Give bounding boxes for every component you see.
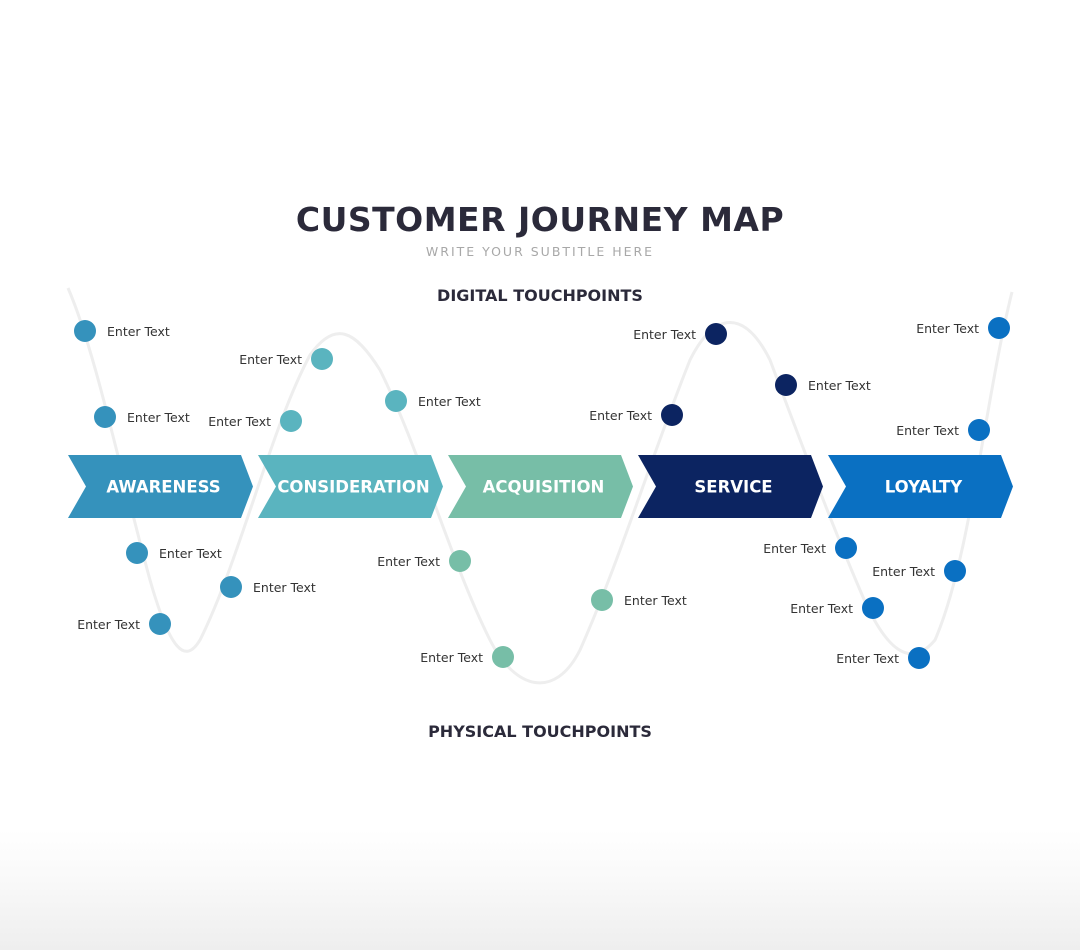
stage-label: SERVICE — [694, 478, 772, 497]
touchpoint-text[interactable]: Enter Text — [808, 378, 871, 393]
physical-touchpoint[interactable]: Enter Text — [763, 537, 857, 559]
touchpoint-dot — [944, 560, 966, 582]
physical-touchpoint[interactable]: Enter Text — [377, 550, 471, 572]
touchpoint-dot — [835, 537, 857, 559]
touchpoint-text[interactable]: Enter Text — [872, 564, 935, 579]
digital-touchpoint[interactable]: Enter Text — [633, 323, 727, 345]
touchpoint-dot — [988, 317, 1010, 339]
touchpoint-dot — [149, 613, 171, 635]
touchpoint-text[interactable]: Enter Text — [107, 324, 170, 339]
touchpoint-text[interactable]: Enter Text — [377, 554, 440, 569]
touchpoint-text[interactable]: Enter Text — [159, 546, 222, 561]
stage-label: AWARENESS — [106, 478, 220, 497]
stage-loyalty: LOYALTY — [828, 455, 1013, 518]
stage-awareness: AWARENESS — [68, 455, 253, 518]
touchpoint-dot — [311, 348, 333, 370]
touchpoint-dot — [220, 576, 242, 598]
touchpoint-dot — [74, 320, 96, 342]
stage-label: LOYALTY — [885, 478, 964, 497]
touchpoint-dot — [591, 589, 613, 611]
touchpoint-text[interactable]: Enter Text — [253, 580, 316, 595]
digital-touchpoint[interactable]: Enter Text — [239, 348, 333, 370]
stage-label: CONSIDERATION — [277, 478, 429, 497]
stage-service: SERVICE — [638, 455, 823, 518]
touchpoint-dot — [661, 404, 683, 426]
physical-touchpoint[interactable]: Enter Text — [126, 542, 222, 564]
touchpoint-text[interactable]: Enter Text — [763, 541, 826, 556]
physical-touchpoint[interactable]: Enter Text — [220, 576, 316, 598]
digital-touchpoint[interactable]: Enter Text — [74, 320, 170, 342]
touchpoint-dot — [862, 597, 884, 619]
touchpoint-text[interactable]: Enter Text — [77, 617, 140, 632]
physical-touchpoint[interactable]: Enter Text — [77, 613, 171, 635]
touchpoint-dot — [775, 374, 797, 396]
digital-touchpoint[interactable]: Enter Text — [896, 419, 990, 441]
digital-touchpoint[interactable]: Enter Text — [208, 410, 302, 432]
touchpoint-dot — [385, 390, 407, 412]
touchpoint-text[interactable]: Enter Text — [624, 593, 687, 608]
physical-touchpoints-label: PHYSICAL TOUCHPOINTS — [0, 722, 1080, 741]
touchpoint-text[interactable]: Enter Text — [239, 352, 302, 367]
touchpoint-dot — [449, 550, 471, 572]
touchpoint-dot — [968, 419, 990, 441]
touchpoint-text[interactable]: Enter Text — [589, 408, 652, 423]
touchpoint-text[interactable]: Enter Text — [836, 651, 899, 666]
physical-touchpoint[interactable]: Enter Text — [420, 646, 514, 668]
touchpoint-dot — [492, 646, 514, 668]
touchpoint-text[interactable]: Enter Text — [418, 394, 481, 409]
digital-touchpoint[interactable]: Enter Text — [916, 317, 1010, 339]
physical-touchpoint[interactable]: Enter Text — [872, 560, 966, 582]
touchpoint-text[interactable]: Enter Text — [896, 423, 959, 438]
digital-touchpoint[interactable]: Enter Text — [775, 374, 871, 396]
touchpoint-text[interactable]: Enter Text — [790, 601, 853, 616]
touchpoint-dot — [908, 647, 930, 669]
digital-touchpoint[interactable]: Enter Text — [589, 404, 683, 426]
touchpoint-text[interactable]: Enter Text — [208, 414, 271, 429]
digital-touchpoint[interactable]: Enter Text — [94, 406, 190, 428]
stage-consideration: CONSIDERATION — [258, 455, 443, 518]
touchpoint-text[interactable]: Enter Text — [127, 410, 190, 425]
stage-acquisition: ACQUISITION — [448, 455, 633, 518]
touchpoint-dot — [94, 406, 116, 428]
touchpoint-text[interactable]: Enter Text — [916, 321, 979, 336]
stage-label: ACQUISITION — [483, 478, 605, 497]
physical-touchpoint[interactable]: Enter Text — [836, 647, 930, 669]
touchpoint-text[interactable]: Enter Text — [420, 650, 483, 665]
stages-row: AWARENESS CONSIDERATION ACQUISITION SERVICE… — [68, 455, 1013, 518]
touchpoint-dot — [705, 323, 727, 345]
touchpoint-dot — [280, 410, 302, 432]
touchpoint-text[interactable]: Enter Text — [633, 327, 696, 342]
digital-touchpoint[interactable]: Enter Text — [385, 390, 481, 412]
physical-touchpoint[interactable]: Enter Text — [591, 589, 687, 611]
physical-touchpoint[interactable]: Enter Text — [790, 597, 884, 619]
touchpoint-dot — [126, 542, 148, 564]
